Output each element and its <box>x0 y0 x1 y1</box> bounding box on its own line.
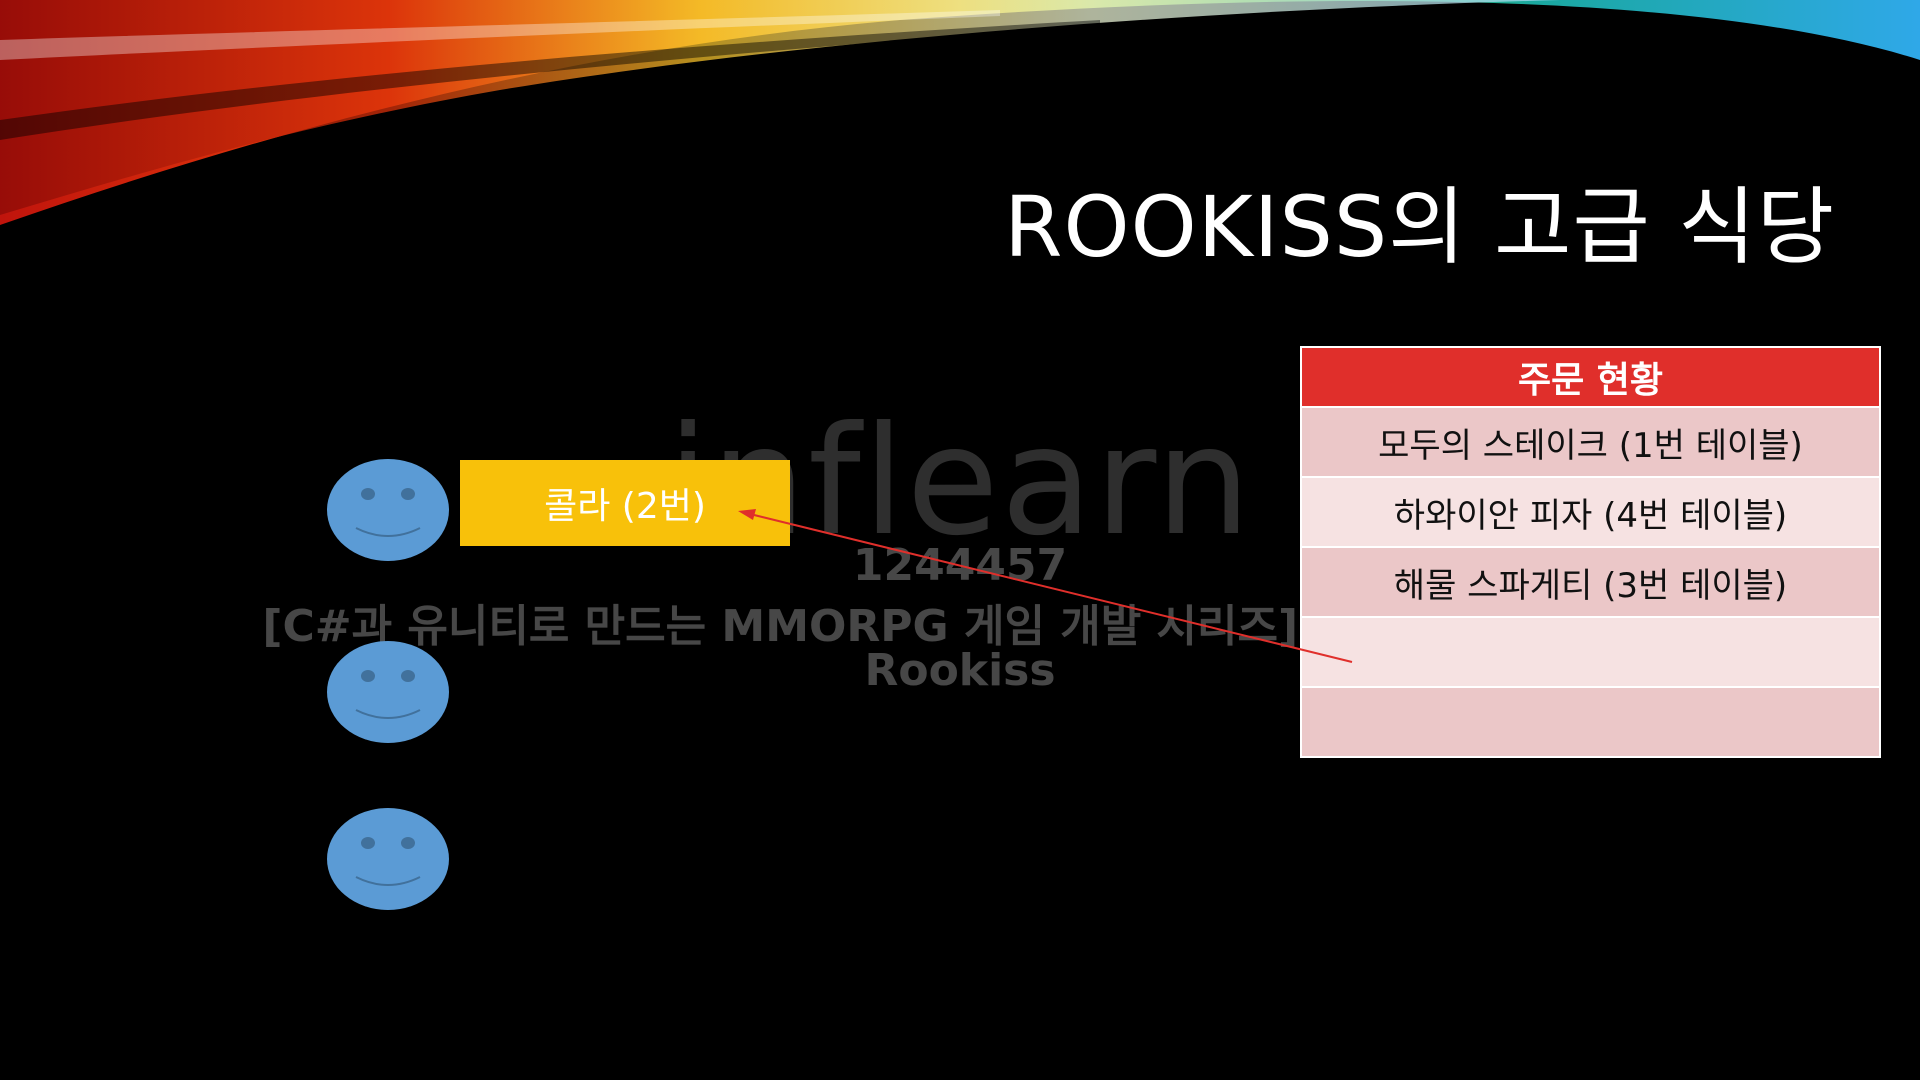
pending-order-label: 콜라 (2번) <box>544 486 706 527</box>
slide-title: ROOKISS의 고급 식당 <box>1004 178 1835 276</box>
order-row: 하와이안 피자 (4번 테이블) <box>1302 478 1879 548</box>
smiley-face-icon <box>327 808 449 910</box>
order-status-table: 주문 현황 모두의 스테이크 (1번 테이블) 하와이안 피자 (4번 테이블)… <box>1300 346 1881 758</box>
order-status-header: 주문 현황 <box>1302 348 1879 408</box>
pending-order-card: 콜라 (2번) <box>460 460 790 546</box>
decorative-swoosh <box>0 0 1920 225</box>
order-row <box>1302 688 1879 756</box>
order-row <box>1302 618 1879 688</box>
smiley-face-icon <box>327 641 449 743</box>
order-row: 해물 스파게티 (3번 테이블) <box>1302 548 1879 618</box>
order-row: 모두의 스테이크 (1번 테이블) <box>1302 408 1879 478</box>
smiley-face-icon <box>327 459 449 561</box>
